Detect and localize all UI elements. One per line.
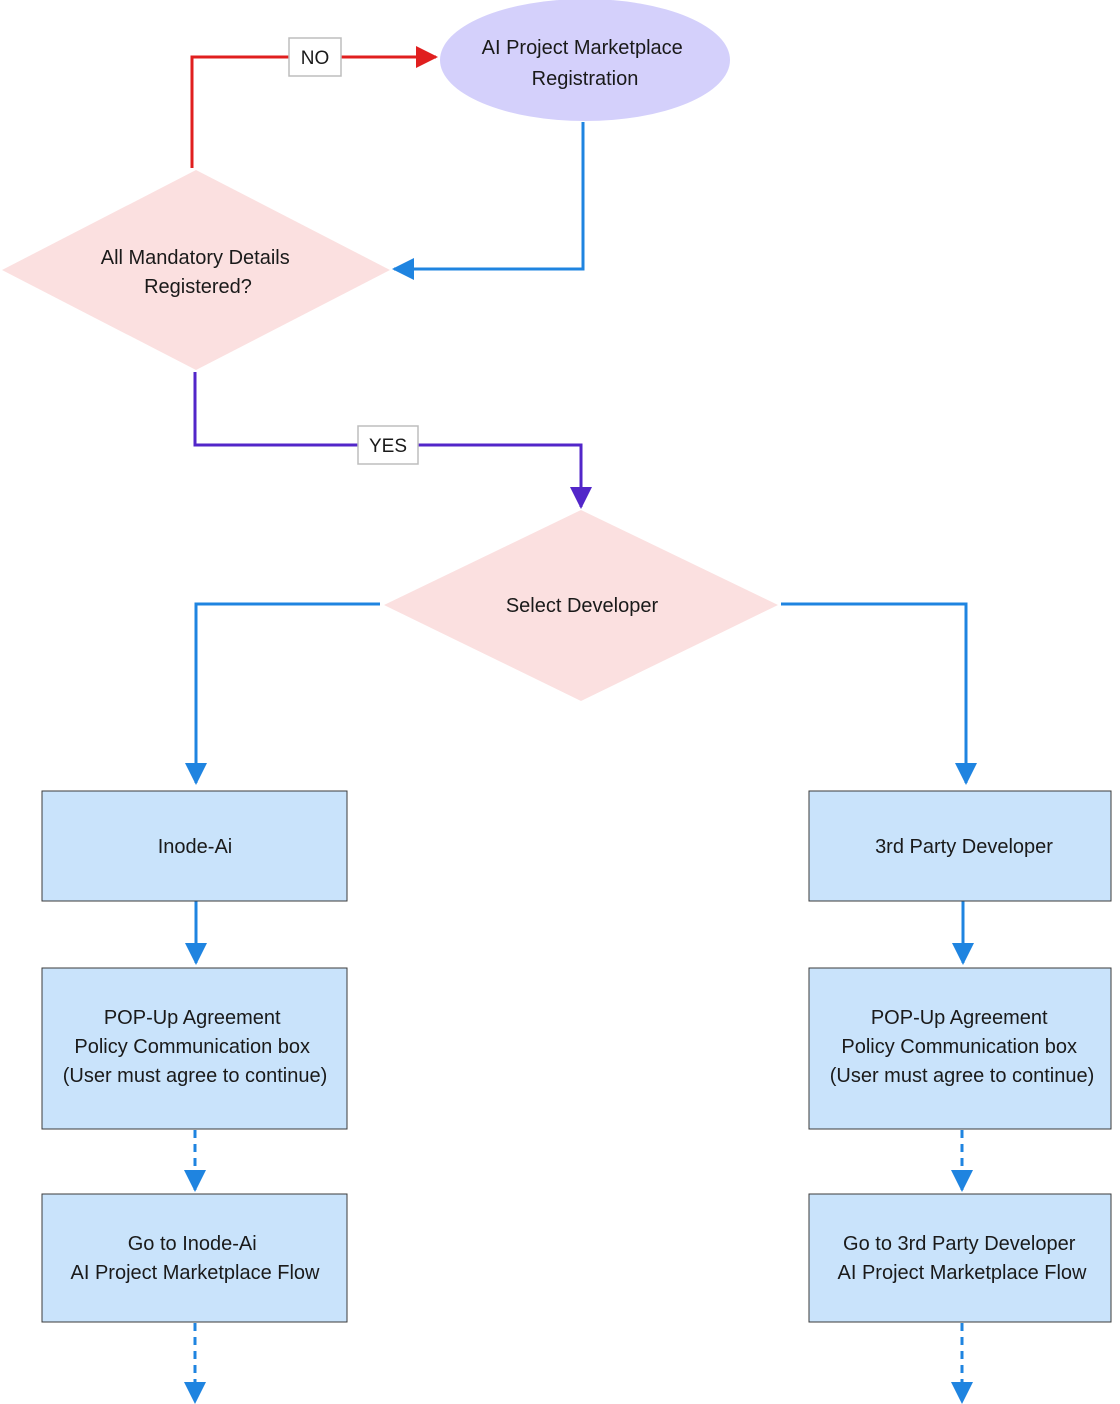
node-inode-flow-line-2: AI Project Marketplace Flow [71, 1262, 321, 1284]
node-registration-line-1: AI Project Marketplace [482, 37, 683, 59]
svg-text:All Mandatory Details Re: All Mandatory Details Registered? [101, 247, 296, 298]
node-third-party-flow-line-1: Go to 3rd Party Developer [843, 1233, 1076, 1255]
node-inode-popup-line-3: (User must agree to continue) [63, 1065, 328, 1087]
node-mandatory-check-line-1: All Mandatory Details [101, 247, 290, 269]
edge-select-to-third-party [781, 602, 977, 785]
node-third-party-popup-line-3: (User must agree to continue) [830, 1065, 1095, 1087]
edge-no [190, 46, 438, 168]
node-registration-line-2: Registration [532, 68, 639, 90]
node-third-party-flow: Go to 3rd Party Developer AI Project Mar… [808, 1193, 1112, 1323]
node-inode-popup-line-2: Policy Communication box [74, 1036, 310, 1058]
svg-text:Select Developer: Select Developer [506, 595, 659, 617]
node-inode-flow: Go to Inode-Ai AI Project Marketplace Fl… [41, 1193, 348, 1323]
svg-text:3rd Party Developer: 3rd Party Developer [875, 836, 1053, 858]
edge-select-to-inode [185, 602, 380, 785]
node-third-party-popup-line-2: Policy Communication box [841, 1036, 1077, 1058]
node-third-party: 3rd Party Developer [808, 790, 1112, 902]
edge-label-no: NO [288, 37, 342, 77]
svg-text:AI Project Marketplace R: AI Project Marketplace Registration [482, 37, 689, 90]
node-registration: AI Project Marketplace Registration [440, 0, 730, 121]
node-select-developer: Select Developer [384, 510, 778, 701]
node-mandatory-check: All Mandatory Details Registered? [2, 170, 390, 370]
node-third-party-line-1: 3rd Party Developer [875, 836, 1053, 858]
svg-text:Go to Inode-Ai AI Projec: Go to Inode-Ai AI Project Marketplace Fl… [71, 1233, 321, 1284]
svg-text:POP-Up Agreement Policy: POP-Up Agreement Policy Communication bo… [63, 1007, 328, 1087]
node-inode-popup: POP-Up Agreement Policy Communication bo… [41, 967, 348, 1130]
node-inode-ai: Inode-Ai [41, 790, 348, 902]
node-third-party-popup: POP-Up Agreement Policy Communication bo… [808, 967, 1112, 1130]
edge-label-yes: YES [357, 425, 419, 465]
node-third-party-popup-line-1: POP-Up Agreement [871, 1007, 1048, 1029]
node-third-party-flow-line-2: AI Project Marketplace Flow [838, 1262, 1088, 1284]
edge-registration-to-check [392, 122, 585, 280]
node-mandatory-check-line-2: Registered? [144, 276, 252, 298]
node-inode-ai-line-1: Inode-Ai [158, 836, 233, 858]
svg-text:Inode-Ai: Inode-Ai [158, 836, 233, 858]
edge-label-yes-text: YES [369, 436, 407, 457]
svg-text:POP-Up Agreement Policy: POP-Up Agreement Policy Communication bo… [830, 1007, 1095, 1087]
node-select-developer-line-1: Select Developer [506, 595, 659, 617]
node-inode-popup-line-1: POP-Up Agreement [104, 1007, 281, 1029]
edge-label-no-text: NO [301, 48, 330, 69]
svg-text:Go to 3rd Party Developer: Go to 3rd Party Developer AI Project Mar… [838, 1233, 1088, 1284]
node-inode-flow-line-1: Go to Inode-Ai [128, 1233, 257, 1255]
